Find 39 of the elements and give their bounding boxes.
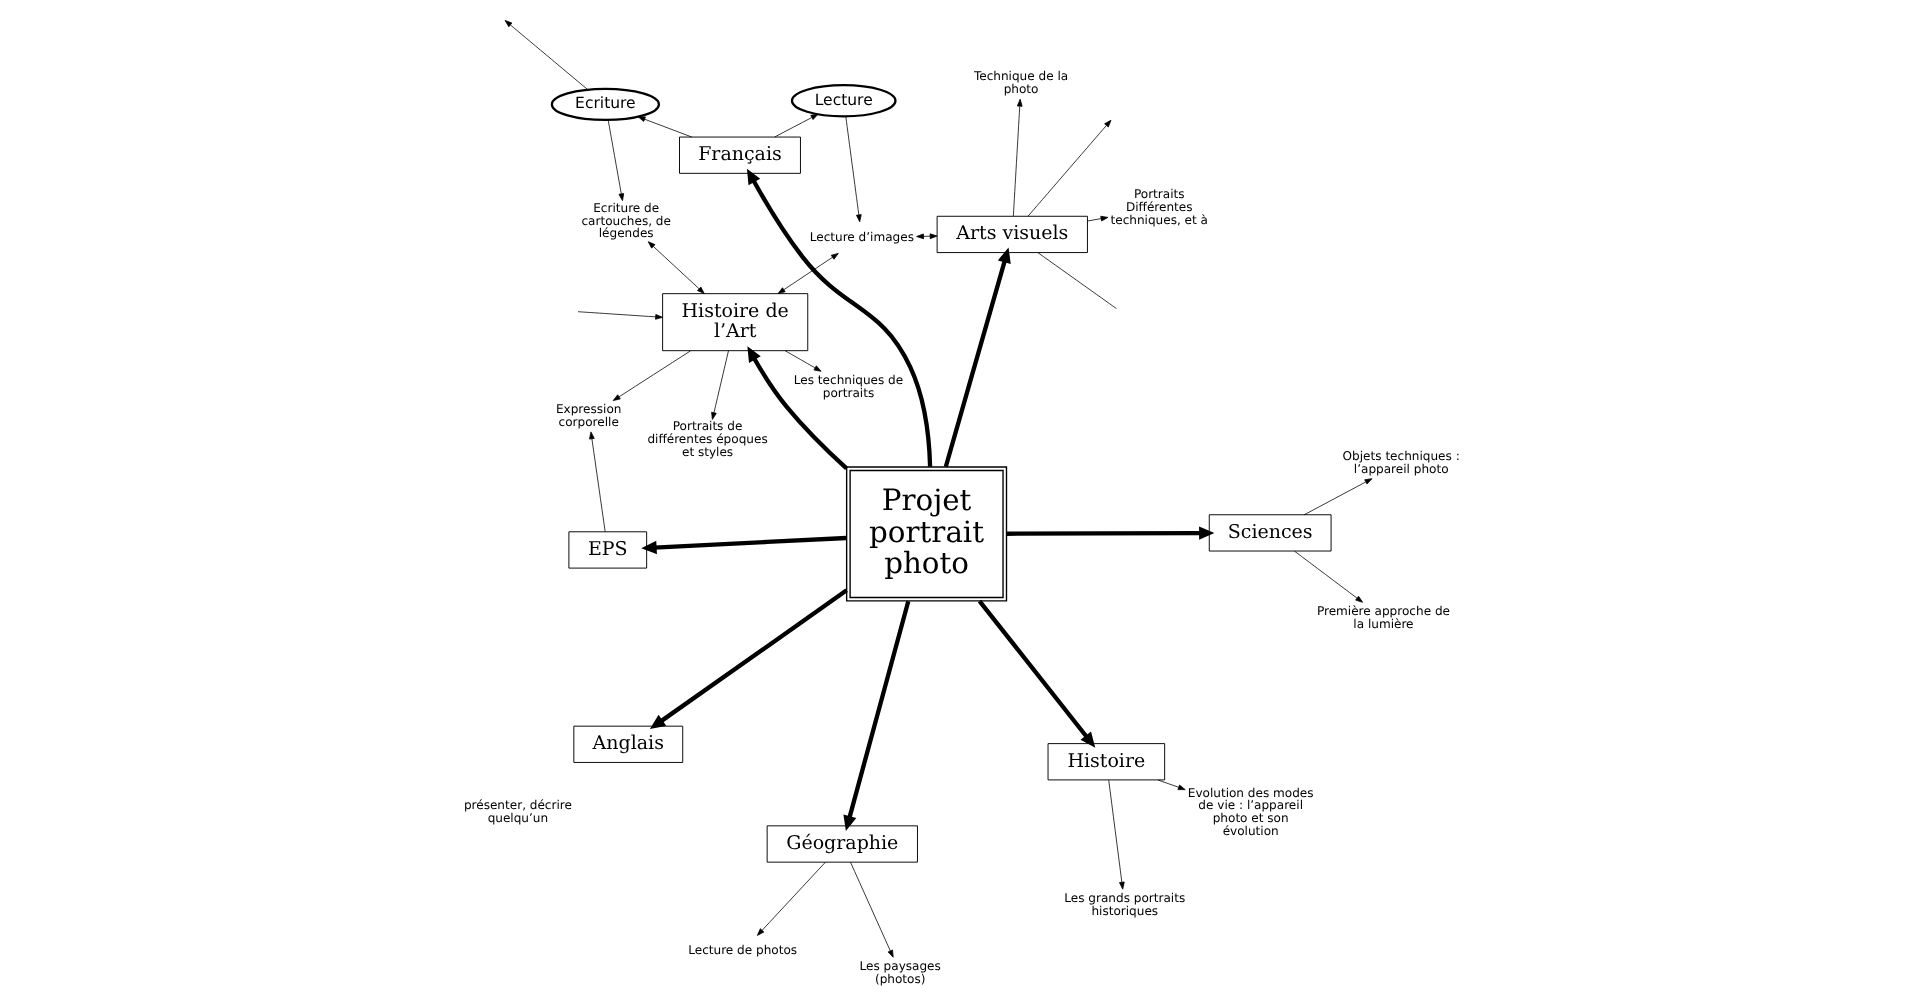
arrow — [746, 168, 933, 467]
arrow — [1157, 779, 1186, 790]
arrow — [641, 535, 847, 555]
arrow — [612, 350, 691, 401]
arrow — [843, 600, 911, 831]
node-box: Anglais — [573, 725, 684, 763]
arrow — [1012, 98, 1023, 217]
arrow — [1027, 119, 1112, 217]
arrow — [850, 861, 894, 958]
node-box: Histoire — [1047, 743, 1166, 781]
arrow — [647, 241, 705, 294]
arrow — [504, 20, 589, 91]
arrow — [577, 311, 663, 320]
node-box: Géographie — [766, 825, 918, 863]
arrow — [777, 253, 839, 294]
arrow — [589, 431, 606, 533]
node-box: Histoire de l’Art — [662, 293, 809, 352]
arrow — [637, 116, 693, 138]
node-box: EPS — [568, 531, 648, 569]
arrow — [916, 233, 938, 240]
arrow — [607, 119, 625, 202]
node-box: Français — [679, 136, 801, 174]
arrow — [1108, 779, 1125, 890]
arrow — [1303, 478, 1373, 516]
arrow — [649, 588, 848, 730]
node-box: Sciences — [1208, 514, 1332, 552]
node-box: Arts visuels — [936, 215, 1088, 254]
arrow — [1294, 550, 1364, 603]
arrow — [784, 350, 822, 372]
arrow — [845, 116, 862, 223]
arrow — [774, 113, 819, 138]
arrow — [977, 599, 1096, 748]
connector — [1037, 252, 1117, 309]
arrow — [757, 861, 826, 936]
arrow — [1006, 526, 1215, 540]
arrow — [1087, 215, 1109, 222]
arrow — [943, 247, 1011, 468]
arrow — [747, 346, 848, 470]
arrow — [711, 350, 729, 420]
